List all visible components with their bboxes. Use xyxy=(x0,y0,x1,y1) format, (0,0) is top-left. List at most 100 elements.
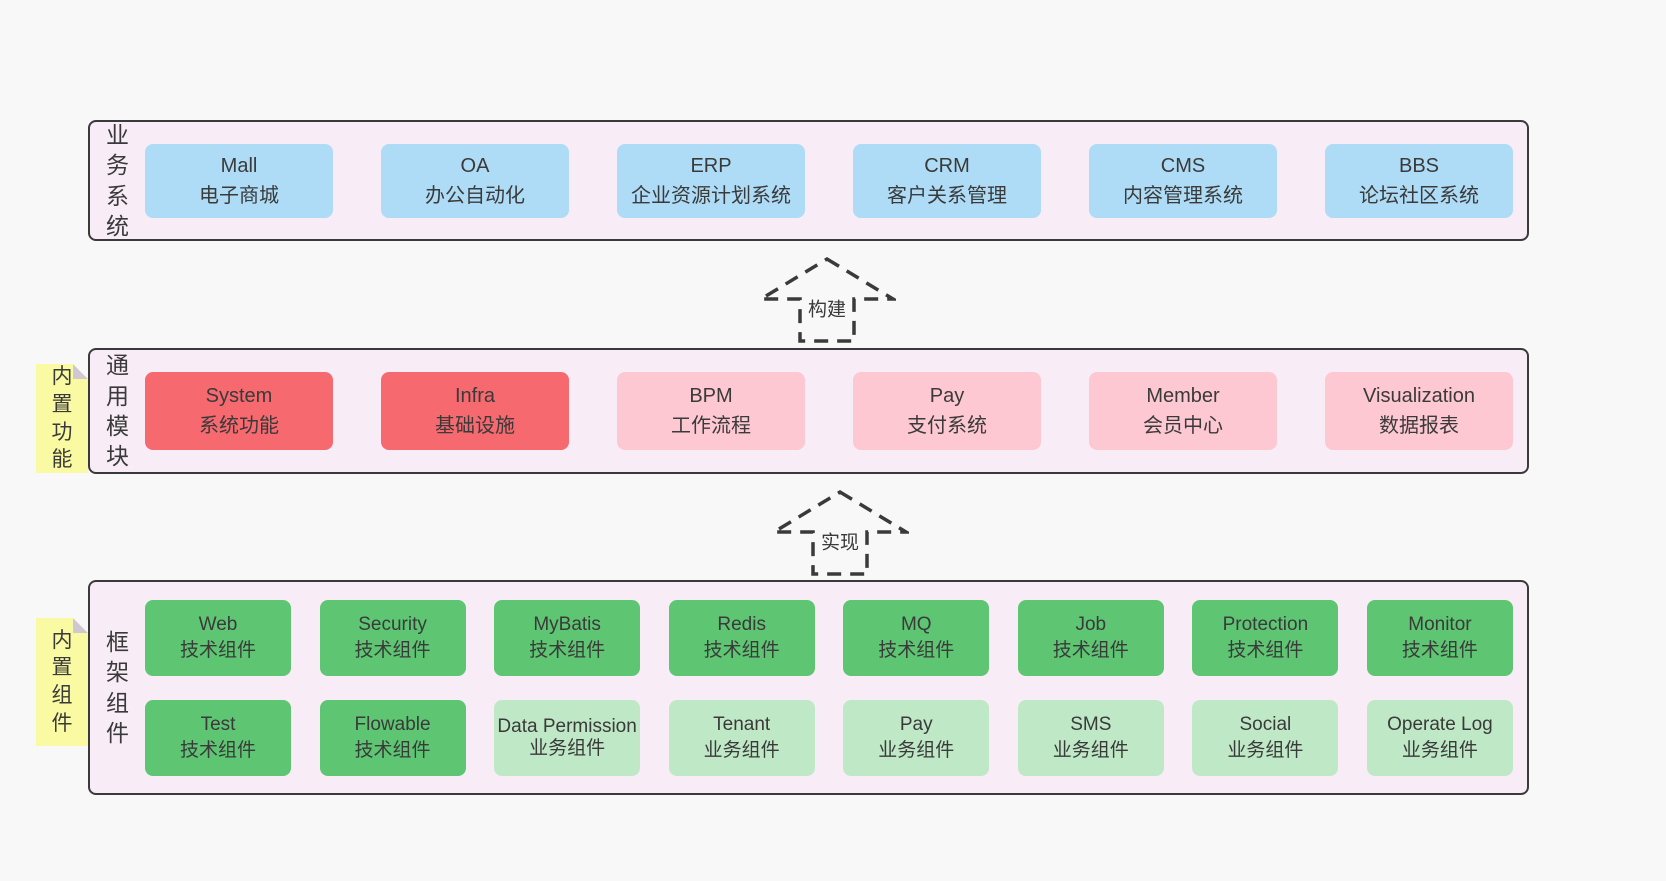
box-member: Member 会员中心 xyxy=(1089,372,1277,450)
box-title: MQ xyxy=(900,613,932,635)
box-erp: ERP 企业资源计划系统 xyxy=(617,143,805,218)
box-title: SMS xyxy=(1070,713,1112,735)
box-title: Pay xyxy=(899,713,933,735)
up-arrow-icon xyxy=(771,489,909,576)
sticky-note-builtin-components: 内置组件 xyxy=(36,618,88,746)
sticky-note-builtin-features: 内置功能 xyxy=(36,364,88,473)
box-title: ERP xyxy=(690,154,732,177)
box-security: Security 技术组件 xyxy=(319,599,466,676)
box-cms: CMS 内容管理系统 xyxy=(1089,143,1277,218)
box-subtitle: 支付系统 xyxy=(907,415,987,437)
box-title: CRM xyxy=(924,154,970,177)
box-subtitle: 业务组件 xyxy=(878,739,955,761)
box-subtitle: 基础设施 xyxy=(435,415,515,437)
box-title: Member xyxy=(1146,385,1220,407)
box-visualization: Visualization 数据报表 xyxy=(1325,372,1513,450)
box-protection: Protection 技术组件 xyxy=(1192,599,1339,676)
box-subtitle: 业务组件 xyxy=(703,739,780,761)
box-subtitle: 电子商城 xyxy=(199,184,279,207)
box-title: Pay xyxy=(929,385,965,407)
box-tenant: Tenant 业务组件 xyxy=(668,699,815,776)
box-title: Data Permission xyxy=(497,715,637,737)
folded-corner-icon xyxy=(73,618,88,633)
box-subtitle: 技术组件 xyxy=(179,639,256,661)
box-test: Test 技术组件 xyxy=(145,699,291,776)
box-title: Operate Log xyxy=(1387,713,1493,735)
box-operate-log: Operate Log 业务组件 xyxy=(1366,699,1513,776)
box-subtitle: 技术组件 xyxy=(703,639,780,661)
box-subtitle: 技术组件 xyxy=(529,639,606,661)
box-title: MyBatis xyxy=(533,613,601,635)
up-arrow-icon xyxy=(758,256,896,343)
box-subtitle: 工作流程 xyxy=(671,415,751,437)
box-title: Security xyxy=(358,613,427,635)
panel-common-modules: 通用模块 System 系统功能 Infra 基础设施 BPM 工作流程 Pay… xyxy=(88,348,1529,474)
box-subtitle: 系统功能 xyxy=(199,415,279,437)
components-row-2: Test 技术组件 Flowable 技术组件 Data Permission … xyxy=(145,699,1513,776)
box-subtitle: 客户关系管理 xyxy=(887,184,1007,207)
panel-label-text: 业务系统 xyxy=(105,121,129,239)
box-monitor: Monitor 技术组件 xyxy=(1366,599,1513,676)
box-subtitle: 技术组件 xyxy=(1052,639,1129,661)
box-subtitle: 数据报表 xyxy=(1379,415,1459,437)
components-row-1: Web 技术组件 Security 技术组件 MyBatis 技术组件 Redi… xyxy=(145,599,1513,676)
box-oa: OA 办公自动化 xyxy=(381,143,569,218)
box-title: OA xyxy=(460,154,490,177)
box-title: Monitor xyxy=(1408,613,1472,635)
modules-boxes-row: System 系统功能 Infra 基础设施 BPM 工作流程 Pay 支付系统… xyxy=(145,350,1513,472)
panel-label-text: 框架组件 xyxy=(105,628,129,746)
business-boxes-row: Mall 电子商城 OA 办公自动化 ERP 企业资源计划系统 CRM 客户关系… xyxy=(145,122,1513,239)
box-subtitle: 企业资源计划系统 xyxy=(631,184,791,207)
box-mq: MQ 技术组件 xyxy=(843,599,990,676)
box-title: Infra xyxy=(454,385,496,407)
panel-label-business: 业务系统 xyxy=(90,122,145,239)
box-sms: SMS 业务组件 xyxy=(1017,699,1164,776)
box-title: Social xyxy=(1239,713,1292,735)
box-title: Redis xyxy=(717,613,766,635)
box-title: BBS xyxy=(1398,154,1440,177)
box-flowable: Flowable 技术组件 xyxy=(319,699,466,776)
panel-business-systems: 业务系统 Mall 电子商城 OA 办公自动化 ERP 企业资源计划系统 CRM… xyxy=(88,120,1529,241)
box-subtitle: 技术组件 xyxy=(878,639,955,661)
folded-corner-icon xyxy=(73,364,88,379)
build-arrow: 构建 xyxy=(758,256,896,344)
box-subtitle: 技术组件 xyxy=(1227,639,1304,661)
box-data-permission: Data Permission 业务组件 xyxy=(494,699,641,776)
box-title: CMS xyxy=(1160,154,1206,177)
box-title: Web xyxy=(198,613,238,635)
box-title: System xyxy=(205,385,273,407)
arrow-label: 实现 xyxy=(817,525,863,557)
box-subtitle: 业务组件 xyxy=(1227,739,1304,761)
box-infra: Infra 基础设施 xyxy=(381,372,569,450)
box-subtitle: 会员中心 xyxy=(1143,415,1223,437)
box-pay: Pay 支付系统 xyxy=(853,372,1041,450)
box-subtitle: 业务组件 xyxy=(529,737,606,759)
box-title: Job xyxy=(1075,613,1107,635)
panel-label-text: 通用模块 xyxy=(105,352,129,470)
box-title: BPM xyxy=(689,385,733,407)
box-subtitle: 业务组件 xyxy=(1401,739,1478,761)
box-title: Flowable xyxy=(354,713,431,735)
box-subtitle: 技术组件 xyxy=(1401,639,1478,661)
box-subtitle: 办公自动化 xyxy=(425,184,525,207)
box-system: System 系统功能 xyxy=(145,372,333,450)
box-title: Tenant xyxy=(713,713,771,735)
box-subtitle: 业务组件 xyxy=(1052,739,1129,761)
implement-arrow: 实现 xyxy=(771,489,909,577)
sticky-note-label: 内置功能 xyxy=(51,365,73,472)
box-bpm: BPM 工作流程 xyxy=(617,372,805,450)
arrow-label: 构建 xyxy=(804,292,850,324)
panel-framework-components: 框架组件 Web 技术组件 Security 技术组件 MyBatis 技术组件… xyxy=(88,580,1529,795)
box-subtitle: 技术组件 xyxy=(354,739,431,761)
box-mybatis: MyBatis 技术组件 xyxy=(494,599,641,676)
box-pay-business: Pay 业务组件 xyxy=(843,699,990,776)
box-social: Social 业务组件 xyxy=(1192,699,1339,776)
box-title: Test xyxy=(200,713,236,735)
box-crm: CRM 客户关系管理 xyxy=(853,143,1041,218)
sticky-note-label: 内置组件 xyxy=(51,628,73,735)
box-subtitle: 内容管理系统 xyxy=(1123,184,1243,207)
box-title: Visualization xyxy=(1363,385,1475,407)
box-bbs: BBS 论坛社区系统 xyxy=(1325,143,1513,218)
panel-label-modules: 通用模块 xyxy=(90,350,145,472)
box-subtitle: 论坛社区系统 xyxy=(1359,184,1479,207)
